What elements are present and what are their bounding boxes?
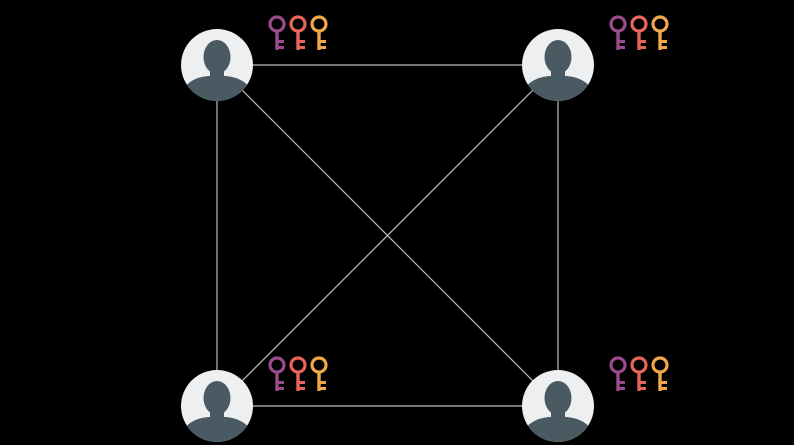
user-node-bottom-right [522, 356, 669, 442]
key-icon [310, 356, 328, 391]
key-icon [289, 15, 307, 50]
key-set [609, 15, 669, 50]
key-set [268, 15, 328, 50]
user-icon [522, 370, 594, 442]
user-icon [181, 370, 253, 442]
key-icon [609, 356, 627, 391]
key-icon [630, 356, 648, 391]
key-set [609, 356, 669, 391]
key-icon [651, 15, 669, 50]
key-icon [651, 356, 669, 391]
user-node-top-left [181, 15, 328, 101]
key-icon [609, 15, 627, 50]
connection-lines [216, 64, 559, 407]
key-icon [630, 15, 648, 50]
user-nodes [181, 15, 669, 442]
edge-top-right-to-bottom-left [216, 64, 559, 407]
key-icon [268, 15, 286, 50]
key-icon [268, 356, 286, 391]
key-set [268, 356, 328, 391]
key-icon [310, 15, 328, 50]
user-node-top-right [522, 15, 669, 101]
key-icon [289, 356, 307, 391]
